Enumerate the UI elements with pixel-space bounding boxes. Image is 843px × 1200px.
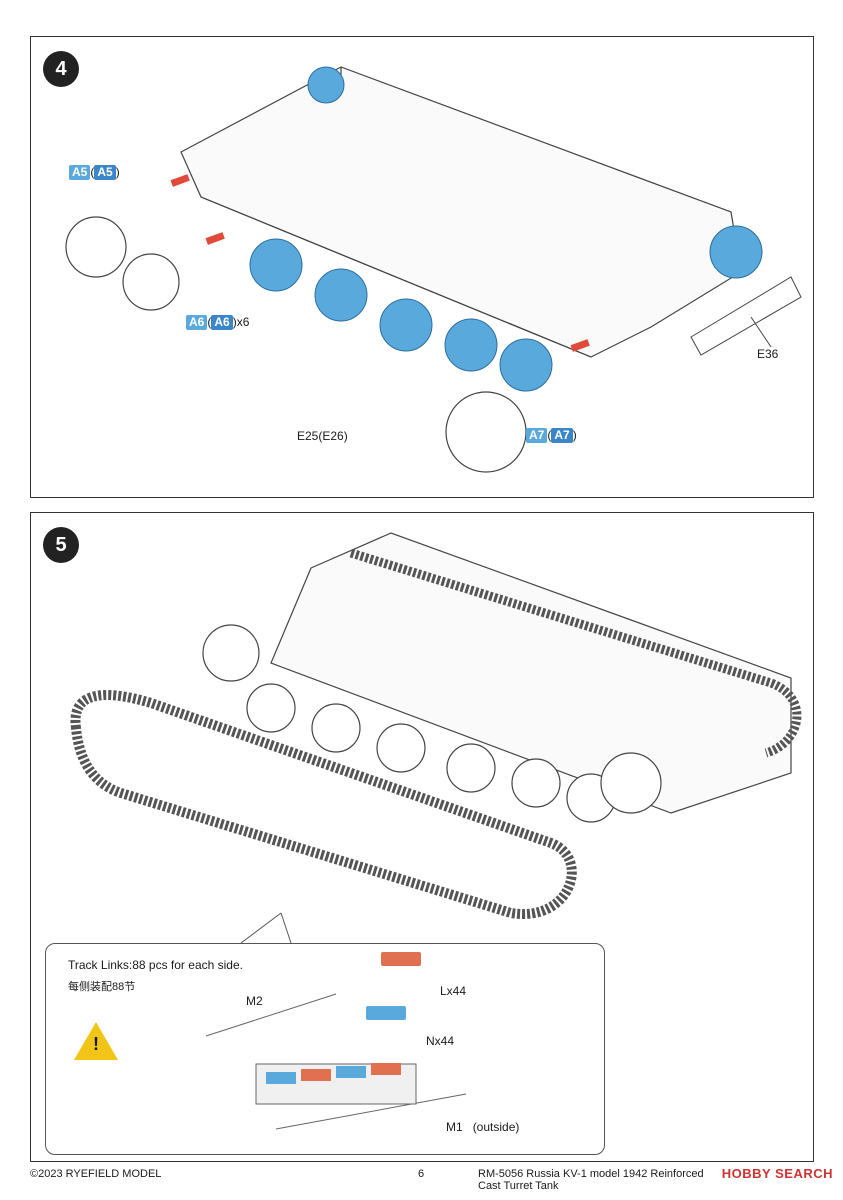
road-wheel	[499, 338, 553, 392]
label-a6: A6(A6)x6	[186, 315, 249, 330]
warning-mark: !	[93, 1034, 99, 1054]
label-a7: A7(A7)	[526, 428, 577, 443]
label-m1: M1 (outside)	[446, 1120, 520, 1134]
track-note-cn: 每侧装配88节	[68, 981, 136, 993]
footer-page: 6	[418, 1168, 425, 1180]
label-m2: M2	[246, 994, 263, 1008]
warning-icon	[74, 1022, 118, 1060]
step-number: 4	[43, 51, 79, 87]
drive-sprocket	[709, 225, 763, 279]
track-belt	[70, 690, 577, 920]
road-wheel	[249, 238, 303, 292]
hull-outline	[180, 66, 742, 358]
step-4-panel: 4	[30, 36, 814, 498]
idler-wheel	[65, 216, 127, 278]
track-link-drawing	[205, 952, 467, 1130]
road-wheel	[444, 318, 498, 372]
track-assembly-drawing	[70, 532, 802, 943]
suspension-assembly-drawing	[65, 66, 802, 473]
road-wheel	[379, 298, 433, 352]
sprocket-a7	[445, 391, 527, 473]
road-wheel	[314, 268, 368, 322]
label-nx: Nx44	[426, 1034, 455, 1048]
track-note: Track Links:88 pcs for each side.	[68, 958, 243, 972]
label-e36: E36	[757, 347, 779, 361]
label-a5: A5(A5)	[69, 165, 120, 180]
track-links-inset: Track Links:88 pcs for each side. 每侧装配88…	[45, 943, 605, 1155]
step-5-panel: 5 Track Links:88 pcs for each side. 每侧装配…	[30, 512, 814, 1162]
step-number: 5	[43, 527, 79, 563]
label-lx: Lx44	[440, 984, 467, 998]
label-e25: E25(E26)	[297, 429, 348, 443]
footer-copyright: ©2023 RYEFIELD MODEL	[30, 1168, 162, 1180]
footer-product: RM-5056 Russia KV-1 model 1942 Reinforce…	[478, 1168, 704, 1192]
wheel-a6	[122, 253, 180, 311]
watermark: HOBBY SEARCH	[721, 1166, 833, 1181]
rear-wheel	[307, 66, 345, 104]
